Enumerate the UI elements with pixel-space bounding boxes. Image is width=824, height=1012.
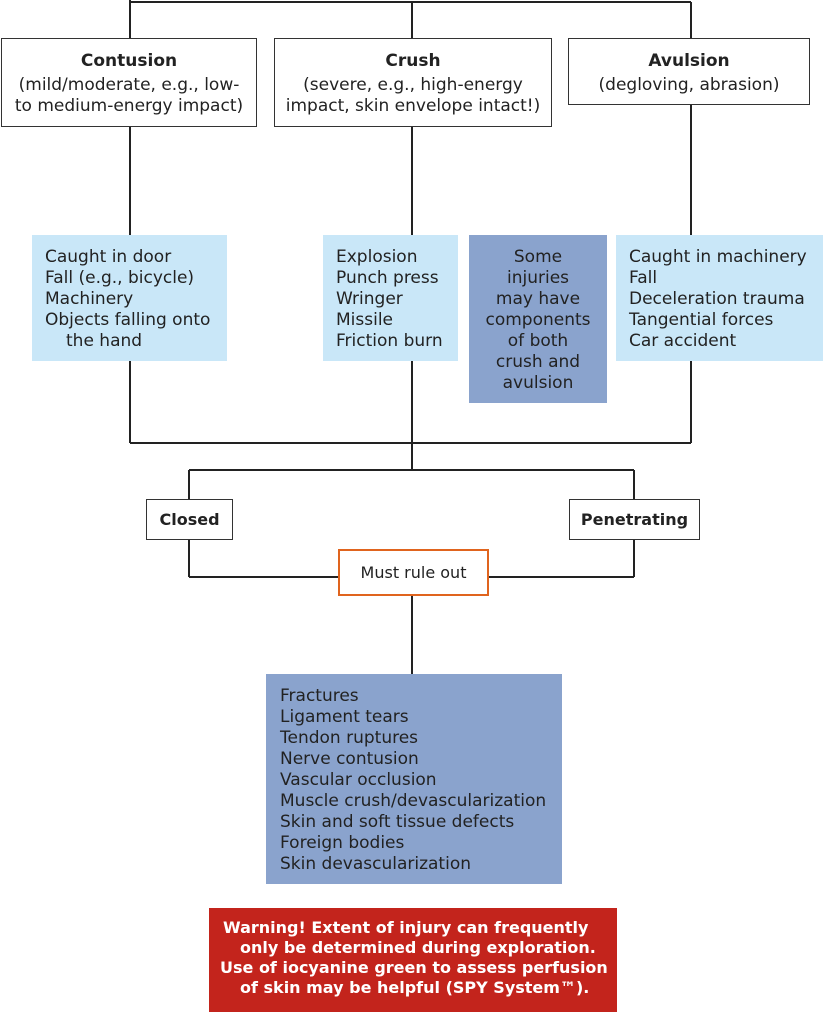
warning-line: of skin may be helpful (SPY System™). (240, 978, 590, 997)
crush-desc-line2: impact, skin envelope intact!) (285, 96, 541, 116)
rule-out-item: Muscle crush/devascularization (280, 791, 547, 811)
crush-box: Crush (severe, e.g., high-energy impact,… (274, 38, 552, 127)
warning-line: Use of iocyanine green to assess perfusi… (220, 958, 608, 977)
rule-out-item: Skin devascularization (280, 854, 472, 874)
cause-item: Fall (629, 268, 658, 288)
rule-out-item: Skin and soft tissue defects (280, 812, 515, 832)
crush-causes: Explosion Punch press Wringer Missile Fr… (323, 235, 458, 361)
cause-item: Caught in machinery (629, 247, 807, 267)
cause-item: Deceleration trauma (629, 289, 805, 309)
avulsion-title: Avulsion (648, 51, 730, 71)
cause-item: Friction burn (336, 331, 443, 351)
rule-out-item: Fractures (280, 686, 359, 706)
cause-item: Objects falling onto (45, 310, 211, 330)
crush-description: (severe, e.g., high-energy impact, skin … (275, 75, 551, 117)
note-line: of both (507, 331, 569, 351)
note-line: may have (495, 289, 581, 309)
note-line: injuries (506, 268, 570, 288)
warning-line: Warning! Extent of injury can frequently (223, 918, 589, 937)
rule-out-item: Vascular occlusion (280, 770, 437, 790)
closed-box: Closed (146, 499, 233, 540)
rule-out-item: Ligament tears (280, 707, 409, 727)
penetrating-box: Penetrating (569, 499, 700, 540)
contusion-desc-line2: to medium-energy impact) (14, 96, 244, 116)
mixed-injury-note: Some injuries may have components of bot… (469, 235, 607, 403)
rule-out-item: Tendon ruptures (280, 728, 419, 748)
contusion-box: Contusion (mild/moderate, e.g., low- to … (1, 38, 257, 127)
contusion-causes: Caught in door Fall (e.g., bicycle) Mach… (32, 235, 227, 361)
must-rule-out-box: Must rule out (338, 549, 489, 596)
cause-item: Fall (e.g., bicycle) (45, 268, 195, 288)
cause-item: Car accident (629, 331, 737, 351)
warning-line: only be determined during exploration. (240, 938, 596, 957)
rule-out-list: Fractures Ligament tears Tendon ruptures… (266, 674, 562, 884)
cause-item: Explosion (336, 247, 418, 267)
rule-out-item: Nerve contusion (280, 749, 419, 769)
note-line: crush and (495, 352, 581, 372)
cause-item: Punch press (336, 268, 439, 288)
cause-item: Wringer (336, 289, 403, 309)
note-line: Some (513, 247, 563, 267)
cause-item: the hand (66, 331, 143, 351)
warning-box: Warning! Extent of injury can frequently… (209, 908, 617, 1012)
contusion-description: (mild/moderate, e.g., low- to medium-ene… (2, 75, 256, 117)
note-line: avulsion (502, 373, 574, 393)
avulsion-box: Avulsion (degloving, abrasion) (568, 38, 810, 105)
crush-title: Crush (385, 51, 441, 71)
cause-item: Machinery (45, 289, 134, 309)
crush-desc-line1: (severe, e.g., high-energy (303, 75, 523, 95)
avulsion-description: (degloving, abrasion) (598, 75, 780, 95)
cause-item: Caught in door (45, 247, 172, 267)
note-line: components (485, 310, 591, 330)
contusion-title: Contusion (80, 51, 178, 71)
cause-item: Tangential forces (629, 310, 774, 330)
contusion-desc-line1: (mild/moderate, e.g., low- (18, 75, 240, 95)
rule-out-item: Foreign bodies (280, 833, 405, 853)
cause-item: Missile (336, 310, 394, 330)
avulsion-causes: Caught in machinery Fall Deceleration tr… (616, 235, 823, 361)
